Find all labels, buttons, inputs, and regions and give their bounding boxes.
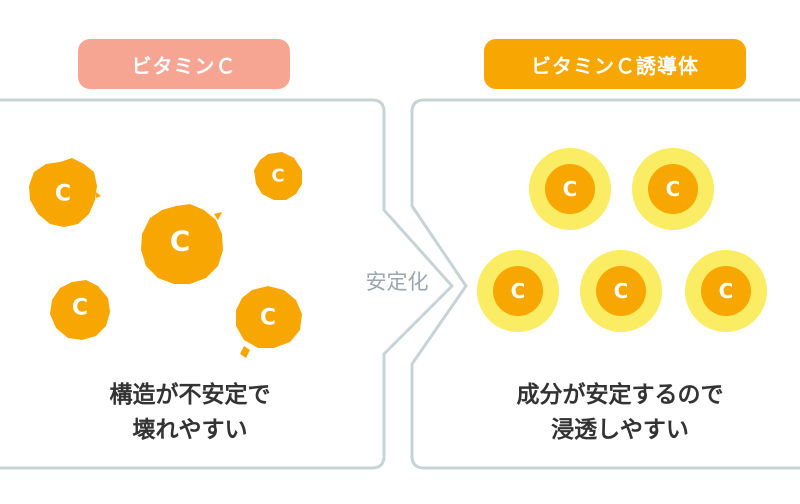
vitamin-c-label: ビタミンＣ xyxy=(78,39,290,89)
particle-label: C xyxy=(511,279,526,303)
left-panel-border xyxy=(0,98,454,470)
particle-label: C xyxy=(72,296,88,321)
unstable-particle: C xyxy=(141,204,223,284)
right-caption: 成分が安定するので 浸透しやすい xyxy=(455,378,785,448)
particle-label: C xyxy=(170,225,191,258)
particle-label: C xyxy=(614,279,629,303)
particle-label: C xyxy=(260,306,276,331)
particle-label: C xyxy=(271,166,284,187)
particle-label: C xyxy=(666,177,681,201)
right-caption-line2: 浸透しやすい xyxy=(551,417,689,443)
unstable-particle: C xyxy=(236,286,302,358)
stable-particle: C xyxy=(685,250,767,332)
stabilization-label: 安定化 xyxy=(365,270,429,294)
stable-particle: C xyxy=(580,250,662,332)
left-caption-line1: 構造が不安定で xyxy=(109,382,271,408)
particle-label: C xyxy=(55,182,71,207)
particle-label: C xyxy=(719,279,734,303)
stable-particle: C xyxy=(529,148,611,230)
unstable-particle: C xyxy=(254,152,302,200)
particle-label: C xyxy=(563,177,578,201)
stable-particle: C xyxy=(632,148,714,230)
unstable-particle: C xyxy=(50,280,110,340)
unstable-particle: C xyxy=(29,158,101,227)
stable-particle: C xyxy=(477,250,559,332)
right-panel-border xyxy=(410,98,800,470)
left-caption-line2: 壊れやすい xyxy=(132,417,248,443)
left-caption: 構造が不安定で 壊れやすい xyxy=(40,378,340,448)
vitamin-c-derivative-label: ビタミンＣ誘導体 xyxy=(484,39,746,89)
right-caption-line1: 成分が安定するので xyxy=(516,382,724,408)
